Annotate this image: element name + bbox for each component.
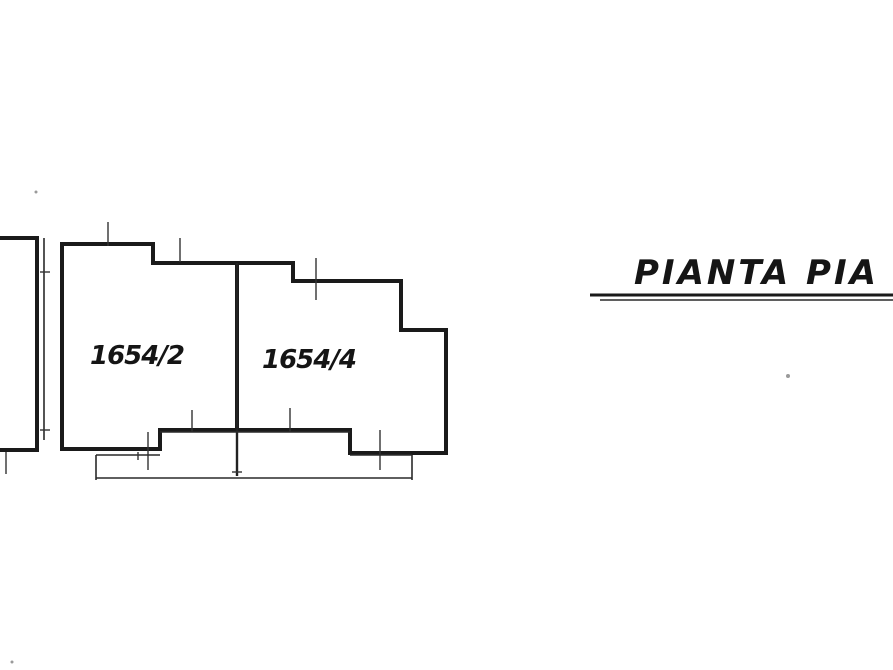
scan-speck: [34, 190, 38, 194]
scan-speck: [786, 374, 790, 378]
room-label-1654-2: 1654/2: [90, 341, 184, 371]
scan-speck: [10, 660, 14, 664]
room-1654-4: [235, 258, 448, 470]
plan-title: PIANTA PIA: [634, 253, 879, 293]
room-label-1654-4: 1654/4: [262, 345, 356, 375]
lower-corridor: [95, 431, 413, 480]
left-partial-room: [0, 236, 50, 474]
